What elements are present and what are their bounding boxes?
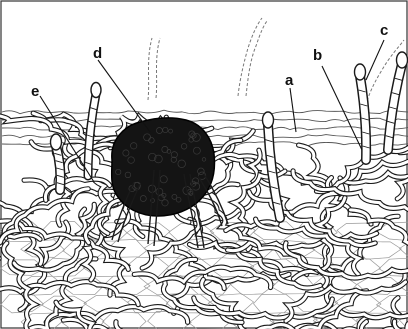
sclerotium [112, 118, 215, 216]
label-d: d [93, 45, 102, 62]
label-a: a [285, 72, 294, 89]
label-e: e [31, 83, 39, 100]
label-b: b [313, 47, 322, 64]
label-c: c [380, 22, 388, 39]
